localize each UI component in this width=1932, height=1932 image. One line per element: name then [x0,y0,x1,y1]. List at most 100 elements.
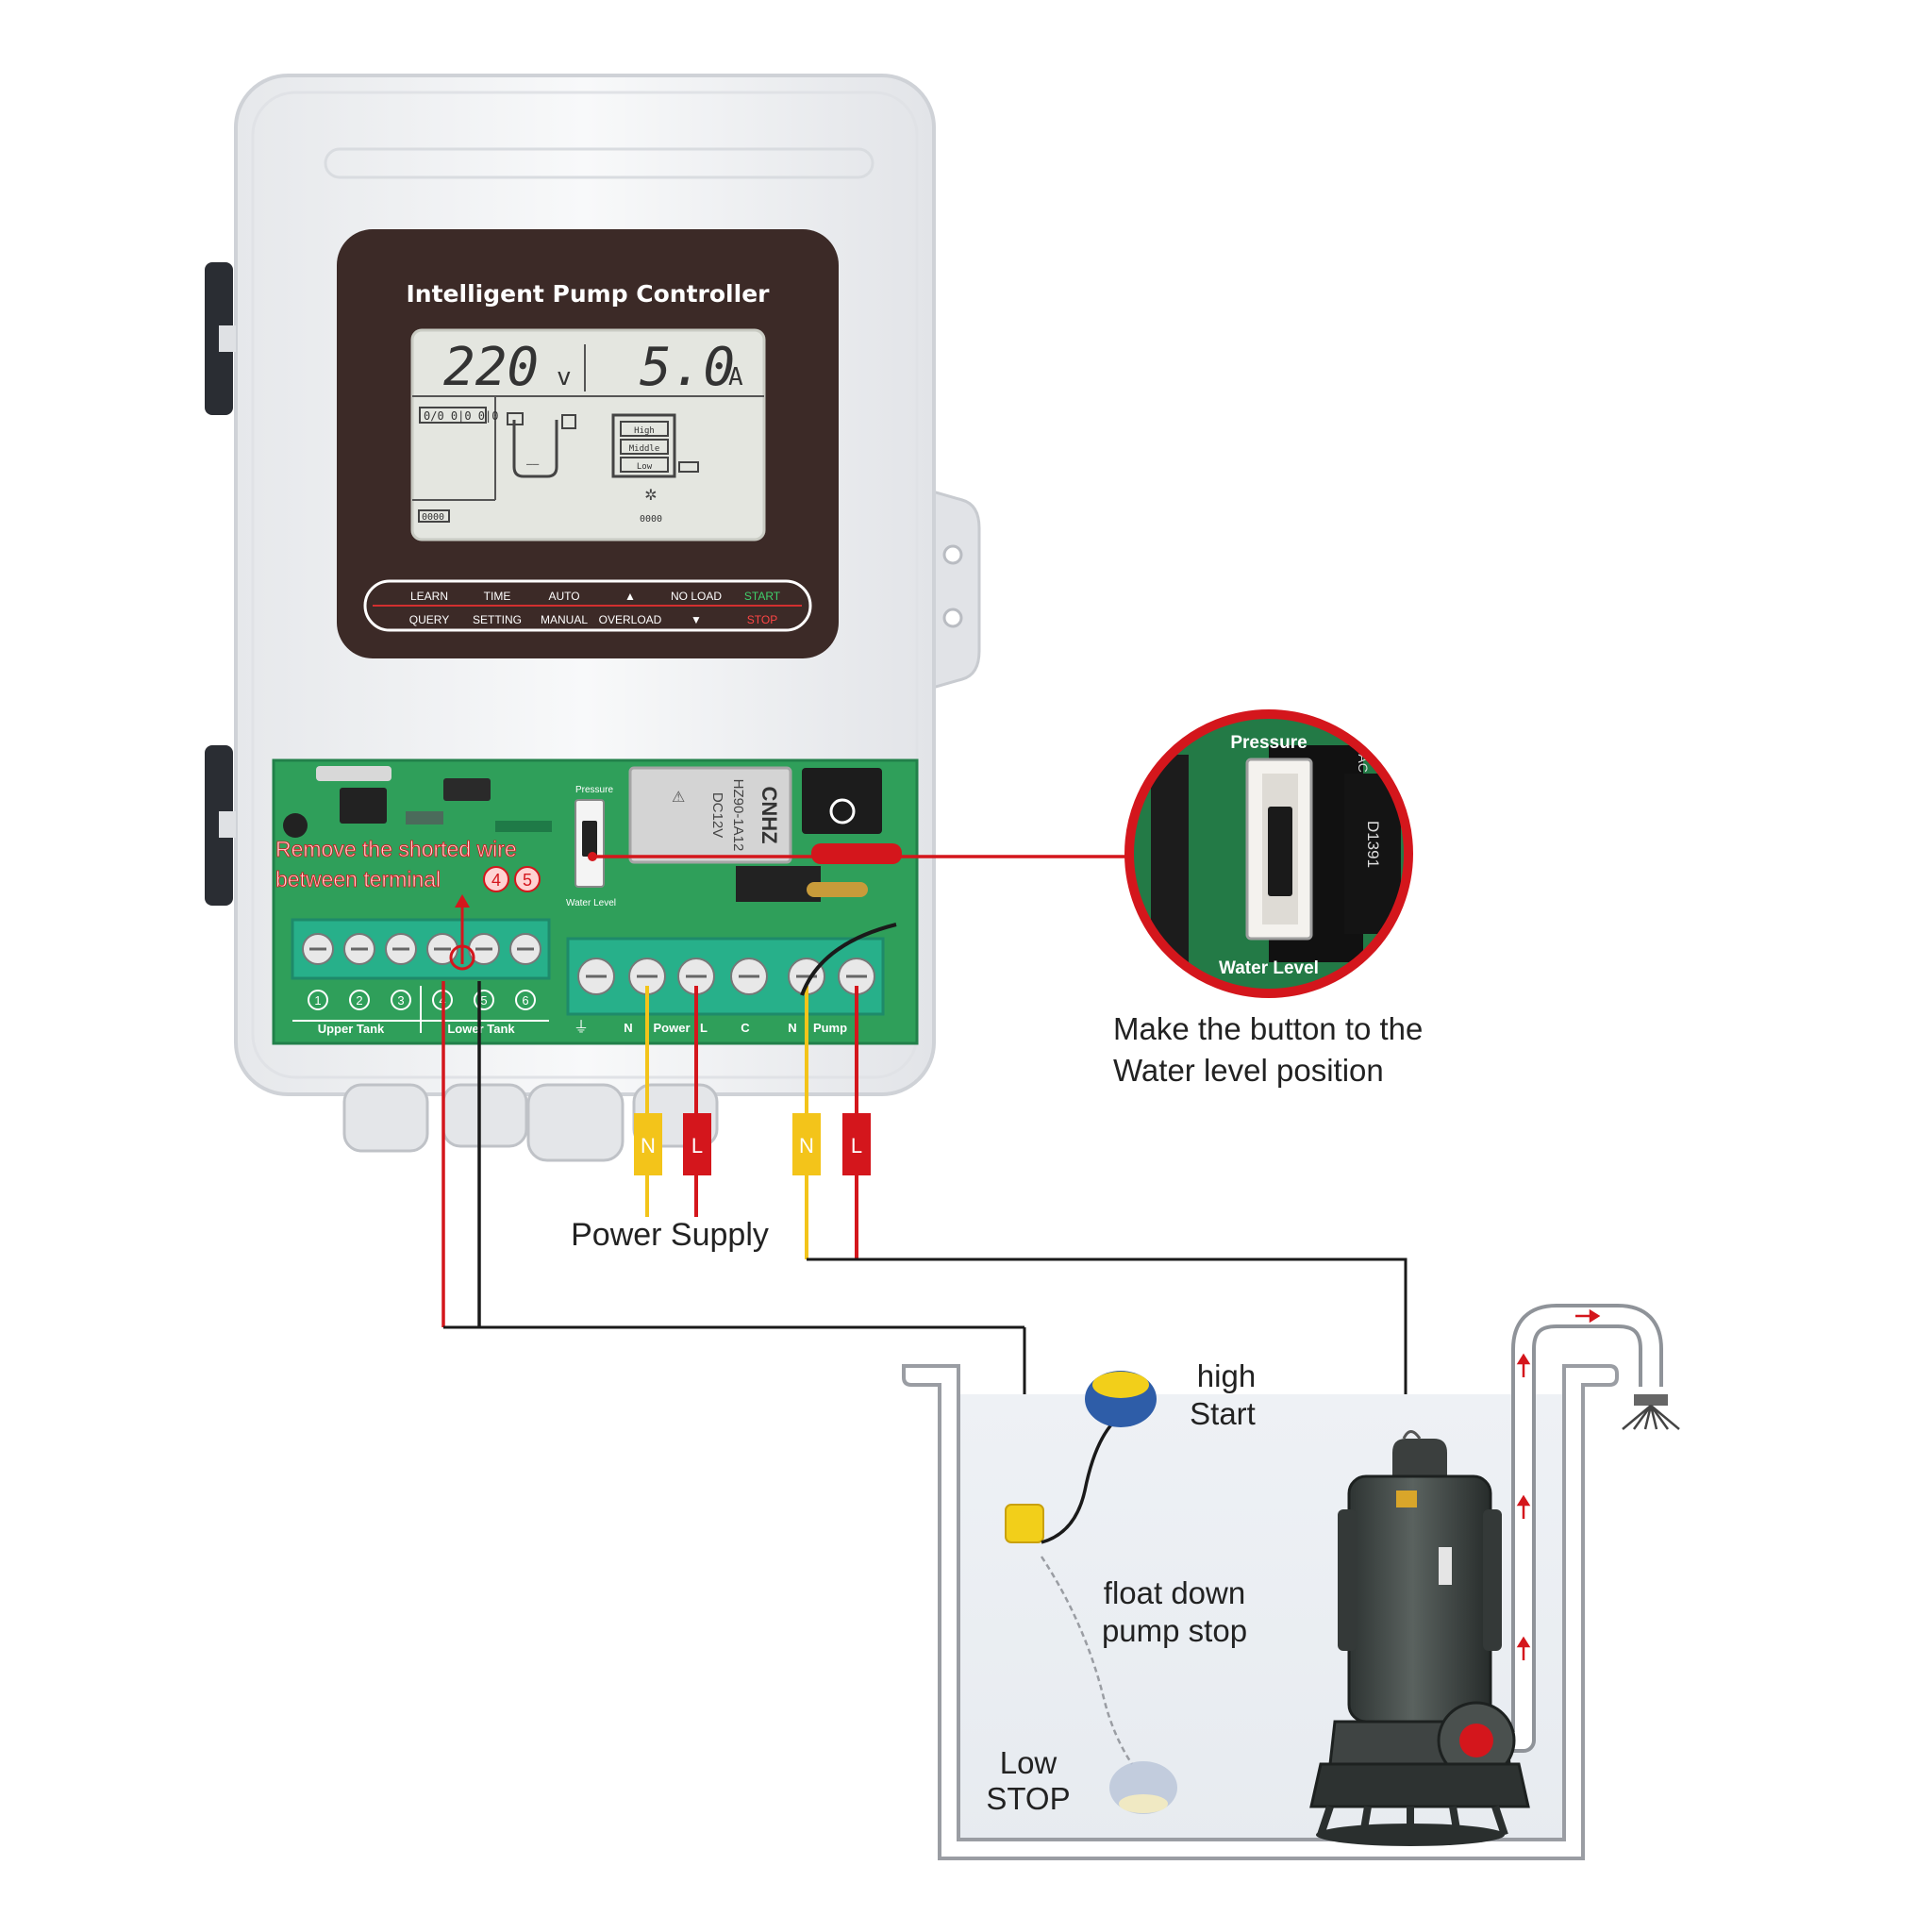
lower-tank-label: Lower Tank [447,1022,515,1036]
pump-motor [1347,1474,1492,1724]
panel-button-top[interactable]: ▲ [625,590,636,603]
current-unit: A [728,363,743,391]
ground-icon: ⏚ [574,1019,589,1036]
panel-button-bottom[interactable]: OVERLOAD [599,613,662,626]
panel-button-top[interactable]: START [744,590,781,603]
terminal-number: 6 [522,993,528,1008]
zoom-label-pressure: Pressure [1230,733,1307,753]
button-strip [363,579,812,632]
cable-gland [441,1083,528,1148]
panel-button-top[interactable]: LEARN [410,590,448,603]
panel-button-bottom[interactable]: STOP [747,613,777,626]
svg-text:L: L [691,1134,703,1158]
terminal-number: 5 [480,993,487,1008]
lid-groove [324,147,874,179]
power-terminal-label: N [788,1021,796,1035]
voltage-readout: 220 [443,337,539,398]
cable-glands [342,1083,719,1162]
svg-text:N: N [799,1134,814,1158]
level-indicator [611,413,676,478]
note-terminal-4 [483,866,509,892]
resistor [807,882,868,897]
zoom-chip-text: D1391 [1364,821,1382,868]
shorted-wire-marker [449,944,475,971]
submersible-pump [1309,1430,1530,1846]
power-terminal-label: C [741,1021,750,1035]
float-weight [1005,1504,1044,1543]
panel-button-top[interactable]: AUTO [548,590,579,603]
power-terminal-label: Power [653,1021,690,1035]
note-remove-wire-line1: Remove the shorted wire [275,837,517,861]
panel-button-top[interactable]: NO LOAD [671,590,722,603]
stop-label: STOP [986,1781,1070,1816]
power-terminal-label: Pump [813,1021,847,1035]
level-low: Low [637,462,653,472]
pump-stop-label: pump stop [1102,1613,1247,1648]
switch-note-line2: Water level position [1113,1053,1384,1088]
mounting-hole [942,544,963,565]
tag-n-supply [634,1113,662,1175]
float-down-label: float down [1104,1575,1245,1610]
terminal-number: 2 [356,993,362,1008]
svg-text:5: 5 [523,871,532,890]
start-label: Start [1190,1396,1256,1431]
zoom-label-water-level: Water Level [1219,958,1319,978]
mounting-tab [927,489,981,691]
mounting-hole [942,608,963,628]
tag-n-pump [792,1113,821,1175]
panel-button-bottom[interactable]: SETTING [473,613,522,626]
float-cable-high [1041,1421,1115,1544]
front-panel: Intelligent Pump Controller 220 v 5.0 A … [337,229,839,658]
zoom-ring [1124,709,1413,998]
tank-wall [902,1364,1619,1860]
ic-chip [736,866,821,902]
ic-chip [443,778,491,801]
level-mid: Middle [629,444,660,454]
power-terminal-label: N [624,1021,632,1035]
cable-gland [526,1083,625,1162]
power-supply-label: Power Supply [571,1217,769,1253]
terminal-number: 1 [314,993,321,1008]
relay [628,766,792,864]
ic-chip [340,788,387,824]
tag-l-pump [842,1113,871,1175]
relay-model: HZ90-1A12 [730,779,746,852]
button-row-top: LEARN TIME AUTO ▲ NO LOAD START [410,590,781,603]
float-switches [1005,1371,1177,1814]
power-terminal-label: L [700,1021,708,1035]
fuse [811,843,902,864]
panel-button-bottom[interactable]: QUERY [409,613,449,626]
upper-tank-label: Upper Tank [318,1022,385,1036]
terminal-number: 3 [397,993,404,1008]
switch-label-pressure: Pressure [575,785,613,795]
svg-text:——: —— [526,458,540,470]
outlet-pipe [1476,1304,1680,1753]
wire-tags: N L N L [634,1113,871,1175]
sensor-terminal-block [291,918,551,980]
power-terminal-block [566,937,885,1016]
panel-title: Intelligent Pump Controller [407,280,771,308]
tank-icon [512,420,558,478]
circuit-board: CNHZ HZ90-1A12 DC12V ⚠ Pressure Water Le… [272,758,919,1045]
current-readout: 5.0 [640,337,735,398]
panel-button-top[interactable]: TIME [484,590,511,603]
panel-button-bottom[interactable]: ▼ [691,613,702,626]
lcd-status-left: 0/0 0|0 0|0 [424,409,506,423]
note-terminal-5 [514,866,541,892]
voltage-unit: v [557,363,572,391]
fan-icon: ✲ [644,488,657,504]
float-cable-low [1040,1556,1134,1765]
relay-warning-icon: ⚠ [672,790,685,806]
panel-button-bottom[interactable]: MANUAL [541,613,588,626]
note-remove-wire-line2: between terminal [275,867,441,891]
lcd-display [410,328,766,541]
level-high: High [634,426,655,436]
switch-zoom: D1391 VAC Pressure Water Level [1124,709,1413,998]
tag-l-supply [683,1113,711,1175]
mode-switch-knob[interactable] [582,821,597,857]
relay-brand: CNHZ [758,786,781,843]
svg-text:L: L [851,1134,862,1158]
svg-text:N: N [641,1134,656,1158]
lcd-bottom-left: 0000 [422,512,444,523]
